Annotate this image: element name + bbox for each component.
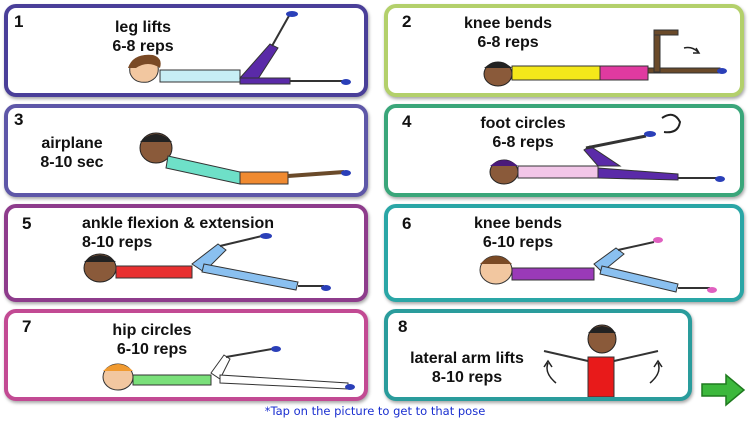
tap-instruction: *Tap on the picture to get to that pose [264, 404, 486, 418]
right-arrow-icon[interactable] [700, 373, 746, 407]
knee-bends-figure [483, 29, 727, 87]
hip-circles-figure [102, 346, 355, 391]
airplane-figure [139, 132, 351, 185]
lateral-arm-lifts-figure [543, 324, 663, 397]
card-number: 6 [402, 214, 412, 233]
card-number: 2 [402, 12, 412, 31]
card-number: 8 [398, 317, 408, 336]
card-number: 1 [14, 12, 24, 31]
leg-lifts-figure [128, 11, 351, 85]
card-number: 7 [22, 317, 32, 336]
ankle-flexion-figure [83, 233, 331, 291]
card-number: 5 [22, 214, 32, 233]
knee-bends-2-figure [479, 237, 717, 293]
foot-circles-figure [489, 113, 725, 185]
card-number: 3 [14, 110, 24, 129]
card-number: 4 [402, 112, 412, 131]
